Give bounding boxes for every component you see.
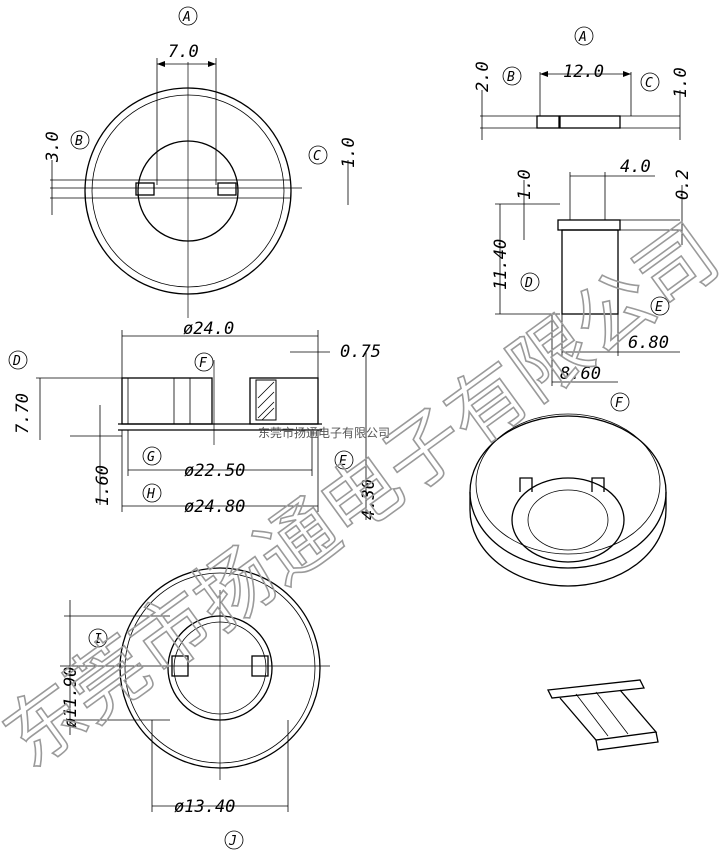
dim-13-40: ø13.40 (174, 797, 235, 817)
label-f-iso: F (615, 396, 624, 411)
dim-7-70: 7.70 (13, 393, 33, 434)
dim-24-80: ø24.80 (184, 497, 245, 517)
dim-1-0-flange: 1.0 (515, 169, 535, 200)
label-a-right: A (578, 30, 587, 45)
isometric-clip (547, 679, 659, 751)
bottom-view: ø11.90 ø13.40 I J (60, 567, 330, 850)
dim-24-0: ø24.0 (183, 319, 234, 339)
dim-4-0: 4.0 (620, 157, 651, 177)
dim-12-0: 12.0 (563, 62, 604, 82)
isometric-ring: F (469, 392, 667, 587)
label-d-right: D (524, 276, 533, 291)
label-c-top: C (313, 149, 321, 164)
label-e-right: E (655, 300, 663, 315)
dim-1-60: 1.60 (93, 465, 113, 506)
top-view: 7.0 3.0 1.0 A B C (43, 6, 359, 318)
dim-0-2: 0.2 (673, 169, 693, 200)
dim-8-60: 8.60 (560, 364, 601, 384)
side-section-view: 4.0 0.2 1.0 11.40 6.80 8.60 D E (491, 157, 693, 386)
dim-1-0-right: 1.0 (339, 137, 359, 168)
label-b-top: B (75, 134, 83, 149)
label-c-right: C (645, 76, 653, 91)
label-i: I (94, 632, 102, 647)
label-h: H (146, 487, 155, 502)
dim-11-90: ø11.90 (61, 667, 81, 728)
label-d-left: D (12, 354, 21, 369)
dim-1-0-c: 1.0 (671, 67, 691, 98)
dim-3-0: 3.0 (43, 131, 63, 163)
label-j: J (228, 834, 237, 849)
label-g: G (147, 450, 155, 465)
dim-2-0: 2.0 (473, 61, 493, 92)
label-a-top: A (182, 10, 191, 25)
dim-4-30: 4.30 (359, 479, 379, 520)
label-f-section: F (199, 356, 208, 371)
dim-11-40: 11.40 (491, 239, 511, 290)
label-e-section: E (339, 454, 347, 469)
dim-0-75: 0.75 (340, 342, 381, 362)
dim-22-50: ø22.50 (184, 461, 245, 481)
dim-6-80: 6.80 (628, 333, 669, 353)
company-name-small: 东莞市扬通电子有限公司 (258, 425, 390, 440)
side-view-top: 12.0 2.0 1.0 A B C (473, 26, 691, 140)
dim-7-0: 7.0 (168, 42, 199, 62)
cross-section-view: ø24.0 0.75 7.70 1.60 ø22.50 ø24.80 4.30 … (8, 319, 390, 520)
label-b-right: B (507, 70, 515, 85)
